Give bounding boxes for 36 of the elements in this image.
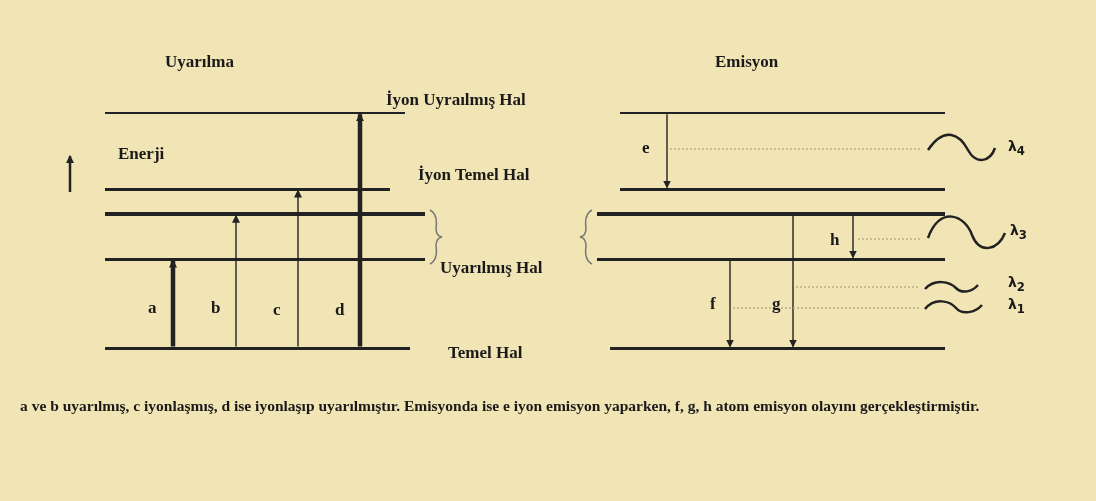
wavelength-label: λ$_{1}$ (1008, 296, 1025, 316)
edge-label: d (335, 300, 345, 320)
level-name: Temel Hal (448, 343, 523, 363)
level-name: İyon Temel Hal (418, 165, 530, 185)
transition-arrow (169, 259, 177, 347)
section-title: Emisyon (715, 52, 779, 72)
transition-arrow (726, 259, 734, 348)
transition-arrow (789, 215, 797, 348)
section-title: Uyarılma (165, 52, 234, 72)
wavelength-label: λ$_{2}$ (1008, 274, 1025, 294)
level-name: İyon Uyraılmış Hal (386, 90, 526, 110)
edge-label: c (273, 300, 281, 320)
energy-level-line (620, 111, 945, 115)
energy-level-line (620, 187, 945, 191)
transition-arrow (849, 215, 857, 259)
edge-label: f (710, 294, 716, 314)
wavelength-label: λ$_{3}$ (1010, 222, 1027, 242)
caption-text: a ve b uyarılmış, c iyonlaşmış, d ise iyonlaşıp uyarılmıştır. Emisyonda ise e iyon emisyon yaparken, f, g, h atom emisyon olayını gerçekleştirmiştir. (20, 396, 981, 416)
level-name: Uyarılmış Hal (440, 258, 543, 278)
edge-label: a (148, 298, 157, 318)
wavelength-label: λ$_{4}$ (1008, 138, 1025, 158)
energy-level-line (610, 346, 945, 350)
energy-level-line (105, 257, 425, 261)
edge-label: b (211, 298, 221, 318)
transition-arrow (663, 113, 671, 189)
transition-arrow (232, 214, 240, 348)
axis-label: Enerji (118, 144, 165, 164)
energy-level-line (105, 111, 405, 115)
energy-level-line (105, 187, 390, 191)
energy-level-line (597, 257, 945, 261)
energy-level-line (105, 346, 410, 350)
transition-arrow (294, 189, 302, 348)
transition-arrow (356, 113, 364, 347)
edge-label: e (642, 138, 650, 158)
edge-label: h (830, 230, 840, 250)
edge-label: g (772, 294, 781, 314)
